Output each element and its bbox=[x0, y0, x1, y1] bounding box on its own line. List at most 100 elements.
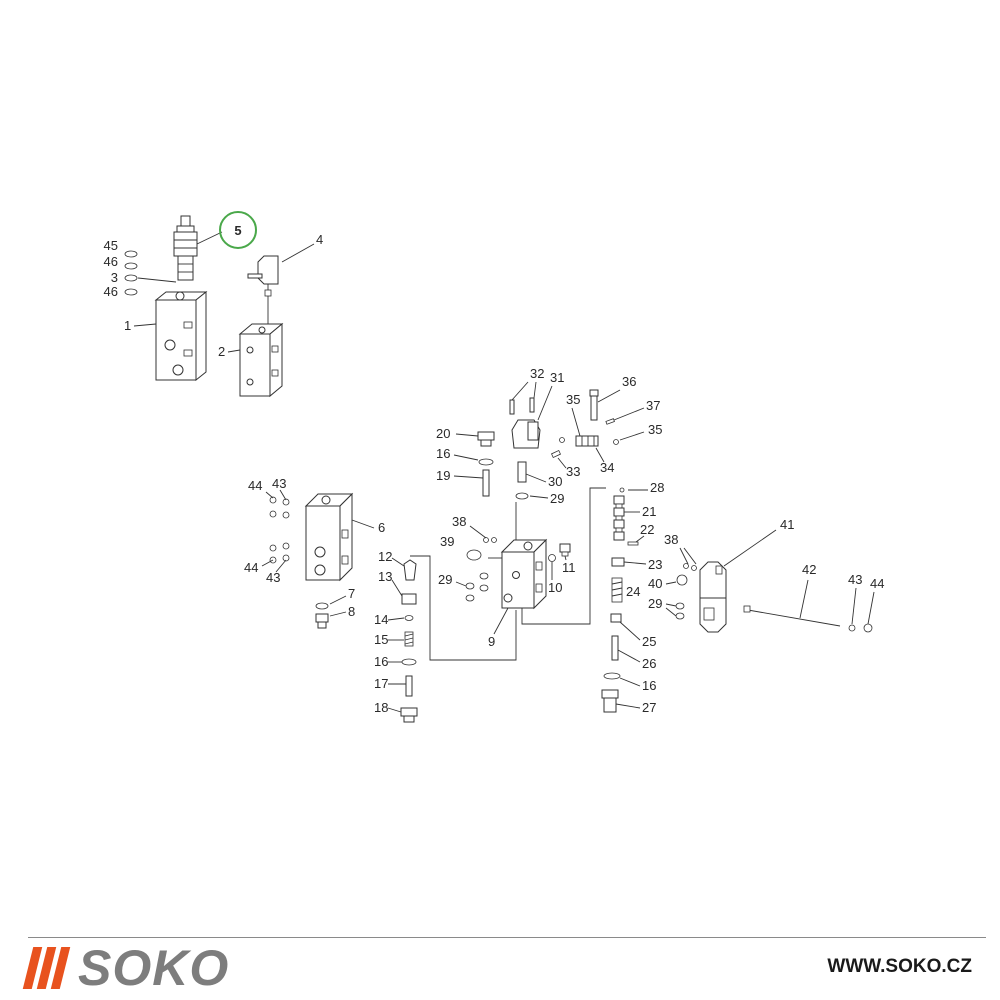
part-24-spring bbox=[611, 577, 623, 603]
part-33-small-pin bbox=[550, 449, 562, 459]
balls-38-right bbox=[683, 563, 697, 571]
label-19: 19 bbox=[436, 468, 450, 483]
label-43-a: 43 bbox=[272, 476, 286, 491]
label-38-center: 38 bbox=[452, 514, 466, 529]
label-27: 27 bbox=[642, 700, 656, 715]
part-37-pin bbox=[605, 418, 615, 425]
part-29-ring-upper bbox=[515, 492, 529, 500]
label-20: 20 bbox=[436, 426, 450, 441]
label-29-upper: 29 bbox=[550, 491, 564, 506]
label-31: 31 bbox=[550, 370, 564, 385]
label-13: 13 bbox=[378, 569, 392, 584]
seal-rings-left bbox=[124, 250, 138, 296]
label-39: 39 bbox=[440, 534, 454, 549]
part-19-pin bbox=[482, 469, 490, 497]
part-10-ring bbox=[548, 554, 556, 562]
label-17: 17 bbox=[374, 676, 388, 691]
label-16-right: 16 bbox=[642, 678, 656, 693]
part-30-pin bbox=[517, 461, 527, 483]
part-15-spring bbox=[404, 631, 414, 647]
part-32-screws bbox=[509, 397, 535, 415]
label-37: 37 bbox=[646, 398, 660, 413]
part-28-ball bbox=[619, 487, 625, 493]
part-7-ring bbox=[315, 602, 329, 610]
part-44-nut bbox=[863, 623, 873, 633]
label-29-right: 29 bbox=[648, 596, 662, 611]
website-link[interactable]: WWW.SOKO.CZ bbox=[827, 956, 972, 977]
part-8-plug bbox=[315, 613, 329, 629]
part-36-bolt bbox=[589, 389, 599, 421]
label-36: 36 bbox=[622, 374, 636, 389]
label-3: 3 bbox=[111, 270, 118, 285]
highlight-circle bbox=[219, 211, 257, 249]
label-1: 1 bbox=[124, 318, 131, 333]
rings-29-center bbox=[465, 572, 489, 602]
label-44-right: 44 bbox=[870, 576, 884, 591]
label-46-b: 46 bbox=[104, 284, 118, 299]
label-11: 11 bbox=[562, 560, 576, 575]
label-25: 25 bbox=[642, 634, 656, 649]
label-42: 42 bbox=[802, 562, 816, 577]
label-29-center: 29 bbox=[438, 572, 452, 587]
part-6-block bbox=[304, 492, 354, 582]
label-16-center: 16 bbox=[436, 446, 450, 461]
part-34-shaft bbox=[575, 435, 599, 447]
label-43-b: 43 bbox=[266, 570, 280, 585]
label-34: 34 bbox=[600, 460, 614, 475]
brand-name: SOKO bbox=[78, 940, 230, 996]
part-25-seat bbox=[610, 613, 622, 623]
part-41-cover bbox=[699, 561, 727, 633]
label-30: 30 bbox=[548, 474, 562, 489]
balls-38-center bbox=[483, 537, 497, 543]
label-44-b: 44 bbox=[244, 560, 258, 575]
part-16-ring-left bbox=[401, 658, 417, 666]
part-2-block bbox=[238, 322, 284, 398]
part-11-screw bbox=[559, 543, 571, 557]
part-5-cartridge-valve bbox=[173, 215, 198, 281]
label-44-a: 44 bbox=[248, 478, 262, 493]
part-12-valve bbox=[403, 559, 417, 581]
label-24: 24 bbox=[626, 584, 640, 599]
label-18: 18 bbox=[374, 700, 388, 715]
balls-44-43-top bbox=[269, 496, 290, 519]
footer-divider bbox=[28, 937, 986, 938]
label-26: 26 bbox=[642, 656, 656, 671]
part-17-pin bbox=[405, 675, 413, 697]
part-26-pin bbox=[611, 635, 619, 661]
part-18-plug bbox=[400, 707, 418, 723]
label-7: 7 bbox=[348, 586, 355, 601]
part-4-handle bbox=[247, 255, 279, 300]
label-35-left: 35 bbox=[566, 392, 580, 407]
part-27-plug bbox=[601, 689, 619, 713]
label-38-right: 38 bbox=[664, 532, 678, 547]
part-31-lever-body bbox=[511, 419, 541, 449]
part-16-ring-right bbox=[603, 672, 621, 680]
part-14-ball bbox=[404, 615, 414, 621]
label-43-right: 43 bbox=[848, 572, 862, 587]
part-20-plug bbox=[477, 431, 495, 447]
soko-logo: SOKO bbox=[22, 940, 230, 996]
label-23: 23 bbox=[648, 557, 662, 572]
part-43-washer bbox=[848, 624, 856, 632]
label-8: 8 bbox=[348, 604, 355, 619]
label-35-right: 35 bbox=[648, 422, 662, 437]
part-1-valve-block bbox=[154, 290, 208, 382]
label-14: 14 bbox=[374, 612, 388, 627]
label-12: 12 bbox=[378, 549, 392, 564]
label-22: 22 bbox=[640, 522, 654, 537]
part-22-pin bbox=[627, 541, 639, 546]
balls-44-43-bottom bbox=[269, 542, 290, 564]
part-21-spool bbox=[613, 495, 625, 541]
label-9: 9 bbox=[488, 634, 495, 649]
label-33: 33 bbox=[566, 464, 580, 479]
label-6: 6 bbox=[378, 520, 385, 535]
label-4: 4 bbox=[316, 232, 323, 247]
part-40-ring bbox=[676, 574, 688, 586]
part-9-block bbox=[500, 538, 548, 610]
part-16-ring-center bbox=[478, 458, 494, 466]
assembly-guide-lines bbox=[410, 487, 606, 661]
label-5-highlighted: 5 bbox=[234, 223, 241, 238]
label-40: 40 bbox=[648, 576, 662, 591]
label-10: 10 bbox=[548, 580, 562, 595]
